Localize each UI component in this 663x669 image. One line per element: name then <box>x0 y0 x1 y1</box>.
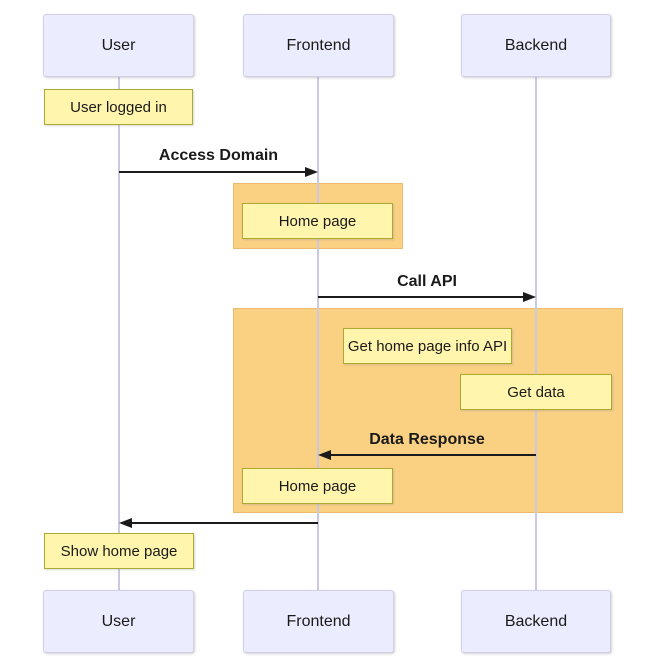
message-call-api-line <box>318 296 525 298</box>
message-access-domain-arrowhead <box>305 167 318 177</box>
note-get-home-page-info-api: Get home page info API <box>343 328 512 364</box>
note-user-logged-in: User logged in <box>44 89 193 125</box>
lifeline-backend <box>535 77 537 590</box>
actor-bottom-frontend-label: Frontend <box>286 612 351 630</box>
actor-top-backend: Backend <box>461 14 611 77</box>
message-return-arrowhead <box>119 518 132 528</box>
actor-bottom-backend: Backend <box>461 590 611 653</box>
actor-bottom-backend-label: Backend <box>504 612 568 630</box>
actor-bottom-frontend: Frontend <box>243 590 394 653</box>
actor-top-backend-label: Backend <box>504 36 568 54</box>
message-data-response-arrowhead <box>318 450 331 460</box>
lifeline-user <box>118 77 120 590</box>
actor-bottom-user: User <box>43 590 194 653</box>
actor-top-user-label: User <box>101 36 136 54</box>
note-home-page-2: Home page <box>242 468 393 504</box>
lifeline-frontend <box>317 77 319 590</box>
message-data-response-label: Data Response <box>369 431 485 448</box>
message-return-line <box>131 522 318 524</box>
note-user-logged-in-label: User logged in <box>70 98 167 116</box>
note-get-home-page-info-api-label: Get home page info API <box>347 337 508 355</box>
actor-bottom-user-label: User <box>101 612 136 630</box>
note-show-home-page: Show home page <box>44 533 194 569</box>
note-get-data-label: Get data <box>507 383 565 401</box>
actor-top-user: User <box>43 14 194 77</box>
note-home-page-1: Home page <box>242 203 393 239</box>
message-call-api-arrowhead <box>523 292 536 302</box>
note-home-page-2-label: Home page <box>278 477 357 495</box>
note-show-home-page-label: Show home page <box>60 542 178 560</box>
message-data-response-line <box>330 454 536 456</box>
message-call-api-label: Call API <box>397 273 457 290</box>
note-home-page-1-label: Home page <box>278 212 357 230</box>
message-access-domain-line <box>119 171 307 173</box>
message-access-domain-label: Access Domain <box>158 147 279 164</box>
actor-top-frontend-label: Frontend <box>286 36 351 54</box>
actor-top-frontend: Frontend <box>243 14 394 77</box>
note-get-data: Get data <box>460 374 612 410</box>
